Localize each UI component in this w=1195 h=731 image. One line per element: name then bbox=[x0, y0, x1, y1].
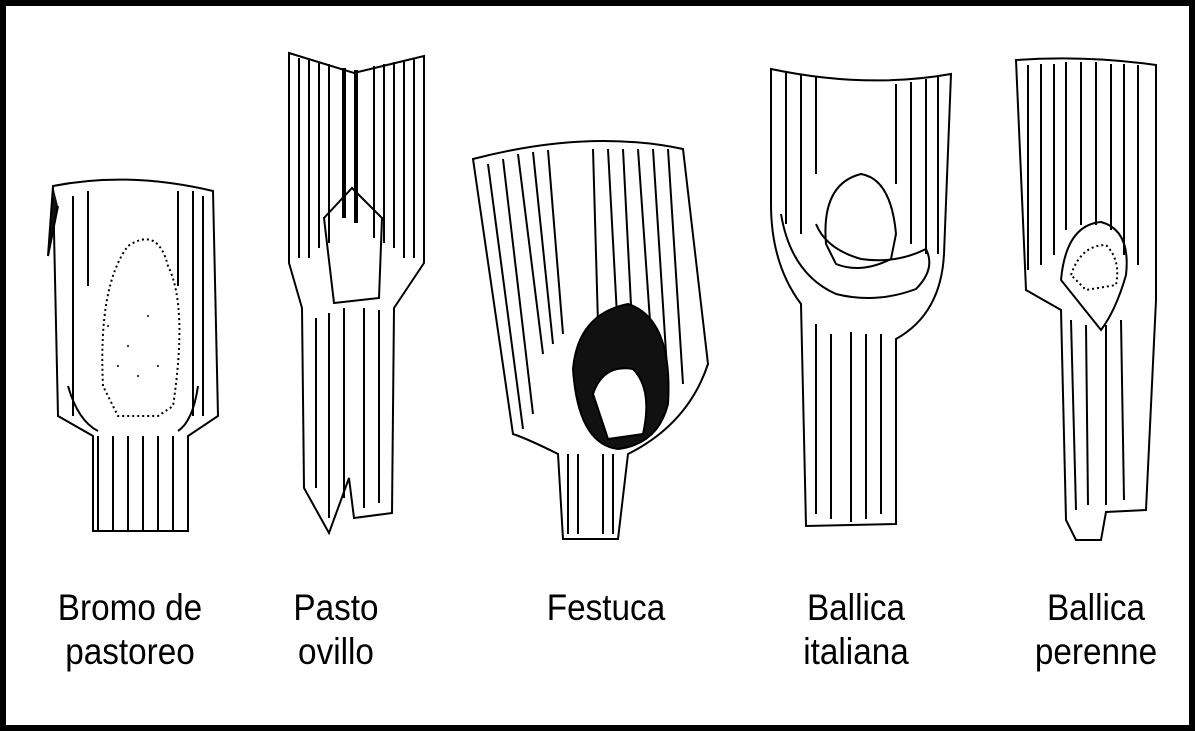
label-bromo-de-pastoreo: Bromo de pastoreo bbox=[40, 586, 220, 674]
label-line: Festuca bbox=[534, 586, 678, 630]
pasto-ovillo-drawing bbox=[274, 48, 444, 538]
label-line: pastoreo bbox=[40, 630, 220, 674]
label-line: Bromo de bbox=[40, 586, 220, 630]
label-line: italiana bbox=[789, 630, 924, 674]
label-pasto-ovillo: Pasto ovillo bbox=[273, 586, 399, 674]
ballica-italiana-drawing bbox=[766, 64, 956, 534]
bromo-de-pastoreo-drawing bbox=[38, 166, 228, 536]
label-festuca: Festuca bbox=[534, 586, 678, 630]
label-line: ovillo bbox=[273, 630, 399, 674]
festuca-drawing bbox=[468, 124, 718, 544]
label-line: perenne bbox=[1029, 630, 1164, 674]
label-ballica-perenne: Ballica perenne bbox=[1029, 586, 1164, 674]
label-line: Ballica bbox=[1029, 586, 1164, 630]
label-ballica-italiana: Ballica italiana bbox=[789, 586, 924, 674]
label-line: Pasto bbox=[273, 586, 399, 630]
label-line: Ballica bbox=[789, 586, 924, 630]
ballica-perenne-drawing bbox=[1006, 50, 1166, 550]
